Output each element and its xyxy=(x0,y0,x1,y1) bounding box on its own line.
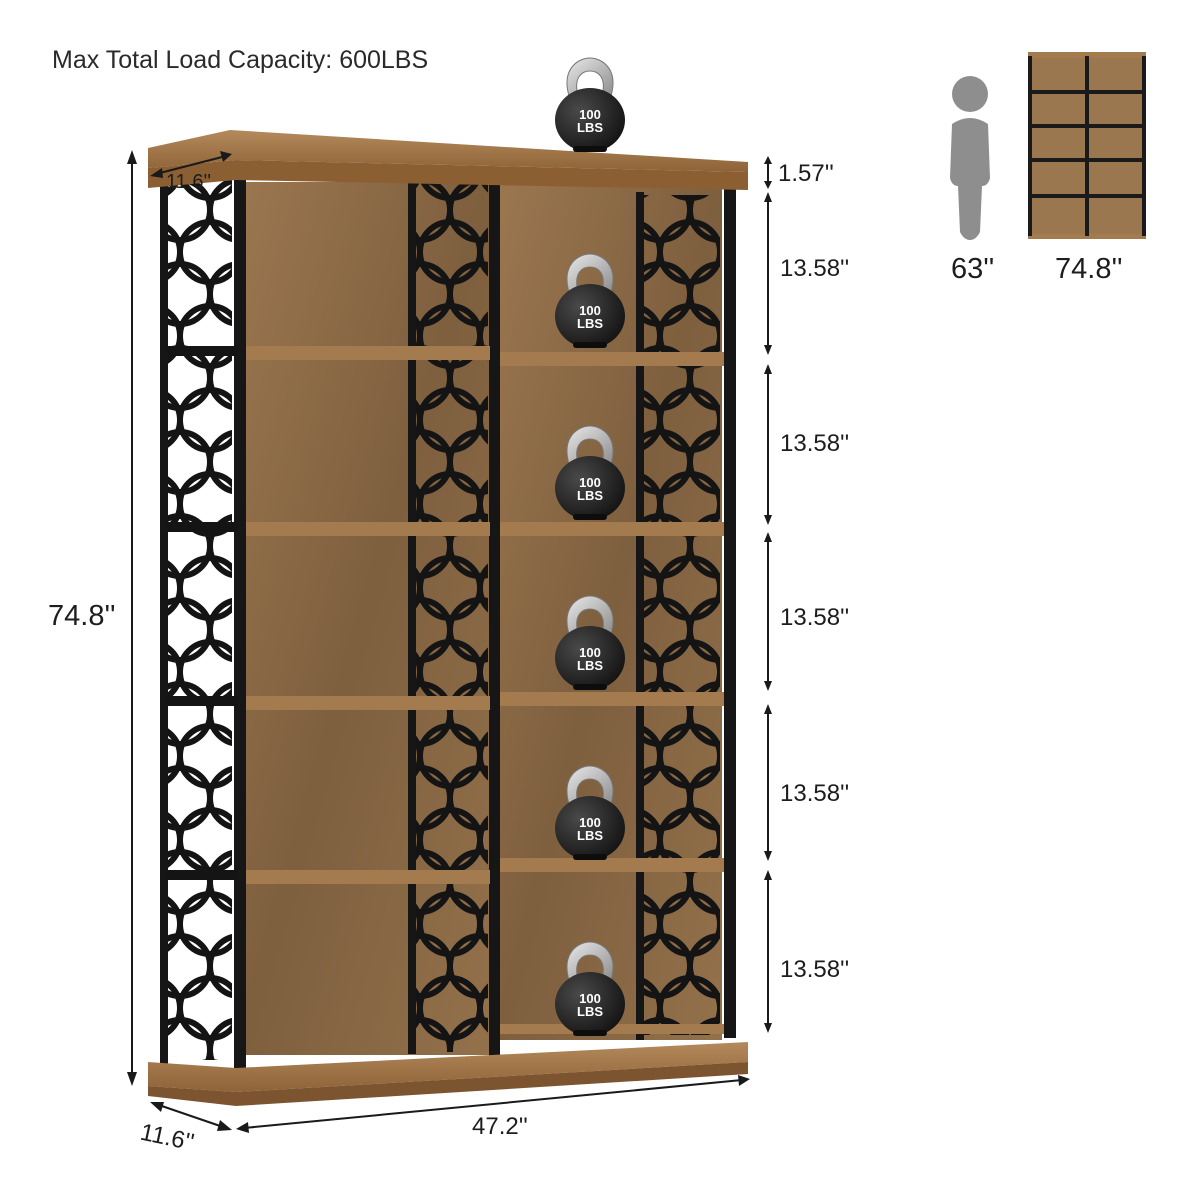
bookshelf-illustration xyxy=(148,130,748,1106)
shelf-spacing-label-2: 13.58'' xyxy=(780,430,850,457)
shelf-spacing-label-3: 13.58'' xyxy=(780,604,850,631)
inner-lattice-right xyxy=(642,195,720,1035)
shelf-height-label: 74.8'' xyxy=(1055,253,1123,285)
width-label: 47.2'' xyxy=(472,1113,528,1140)
base-board xyxy=(148,1042,748,1092)
person-silhouette-icon xyxy=(950,76,990,240)
mini-bookshelf-icon xyxy=(1028,52,1146,239)
load-capacity-headline: Max Total Load Capacity: 600LBS xyxy=(52,46,429,74)
shelf-spacing-label-5: 13.58'' xyxy=(780,956,850,983)
person-height-label: 63'' xyxy=(951,253,995,285)
total-height-label: 74.8'' xyxy=(48,600,116,632)
shelves-left xyxy=(166,346,490,884)
top-board xyxy=(148,130,748,172)
top-thickness-label: 1.57'' xyxy=(778,160,834,187)
shelves-right xyxy=(500,352,724,1034)
dimension-lines xyxy=(127,150,772,1133)
shelf-spacing-label-4: 13.58'' xyxy=(780,780,850,807)
inner-lattice-left xyxy=(414,182,488,1052)
metal-frame xyxy=(160,172,736,1072)
side-lattice-left xyxy=(166,175,232,1060)
top-depth-label: 11.6'' xyxy=(166,171,212,193)
kettlebell-icon xyxy=(554,57,626,153)
size-comparison xyxy=(950,52,1146,240)
shelf-spacing-label-1: 13.58'' xyxy=(780,255,850,282)
